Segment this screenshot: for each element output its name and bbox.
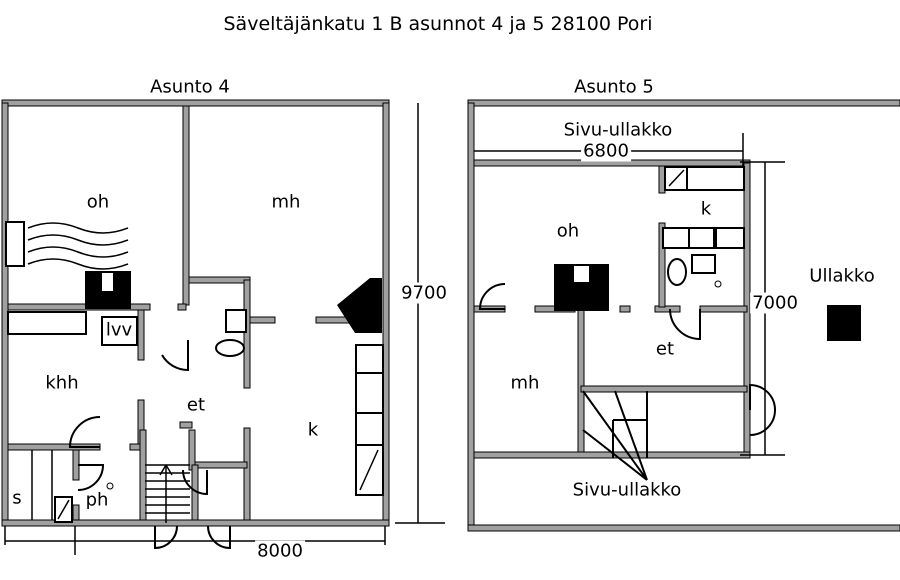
wall bbox=[580, 385, 748, 393]
stair-arrow bbox=[165, 464, 173, 476]
door-icon bbox=[77, 464, 105, 491]
wall bbox=[7, 303, 151, 311]
wall bbox=[182, 105, 190, 306]
wall bbox=[658, 222, 666, 308]
plan-title: Säveltäjänkatu 1 B asunnot 4 ja 5 28100 … bbox=[223, 13, 653, 35]
door-icon bbox=[182, 469, 208, 496]
room-mh-5: mh bbox=[510, 372, 540, 394]
drain-icon bbox=[106, 482, 114, 490]
wall bbox=[194, 461, 248, 469]
wall bbox=[243, 427, 251, 521]
wall bbox=[72, 504, 80, 521]
stairs-icon bbox=[582, 390, 648, 481]
counter-icon bbox=[355, 372, 384, 414]
electric-mark bbox=[57, 499, 70, 520]
heat-waves-icon bbox=[27, 222, 129, 270]
fridge-mark-icon bbox=[359, 449, 379, 491]
wall bbox=[188, 276, 251, 284]
stove-mark bbox=[668, 169, 685, 187]
room-oh-4: oh bbox=[86, 191, 110, 213]
sink-icon bbox=[691, 254, 716, 274]
counter-icon bbox=[662, 227, 690, 249]
door-icon bbox=[68, 416, 101, 448]
room-s: s bbox=[12, 487, 22, 509]
wall bbox=[249, 316, 276, 324]
dimension-width-4: 8000 bbox=[255, 540, 305, 562]
dimension-height-4: 9700 bbox=[399, 282, 449, 304]
wall bbox=[467, 524, 900, 532]
room-side-attic-bottom: Sivu-ullakko bbox=[572, 479, 682, 501]
fireplace-opening-icon bbox=[572, 264, 591, 284]
toilet-icon bbox=[667, 258, 687, 286]
room-k-5: k bbox=[700, 198, 712, 220]
wall bbox=[1, 99, 390, 107]
dimension-width-5: 6800 bbox=[581, 140, 631, 162]
room-ph: ph bbox=[85, 489, 109, 511]
wall bbox=[467, 99, 900, 107]
apartment5-heading: Asunto 5 bbox=[574, 76, 654, 98]
room-et-5: et bbox=[655, 338, 675, 360]
counter-icon bbox=[686, 166, 745, 191]
chimney-icon bbox=[827, 305, 861, 341]
fireplace-icon bbox=[554, 264, 609, 311]
wall bbox=[139, 429, 147, 521]
wall bbox=[699, 305, 748, 313]
lvv-cabinet bbox=[101, 316, 138, 346]
room-k-4: k bbox=[307, 419, 319, 441]
sink-icon bbox=[688, 227, 715, 249]
room-oh-5: oh bbox=[556, 220, 580, 242]
room-mh-4: mh bbox=[271, 191, 301, 213]
wall bbox=[467, 102, 475, 529]
wall bbox=[179, 421, 193, 429]
room-khh: khh bbox=[45, 372, 79, 394]
wall bbox=[177, 303, 187, 311]
drain-icon bbox=[714, 280, 722, 288]
dimension-height-5: 7000 bbox=[750, 292, 800, 314]
door-icon bbox=[478, 283, 506, 310]
stove-icon bbox=[715, 227, 745, 249]
wall bbox=[577, 308, 585, 456]
room-side-attic-top: Sivu-ullakko bbox=[563, 119, 673, 141]
sink-icon bbox=[355, 412, 384, 446]
door-icon bbox=[207, 525, 231, 550]
fireplace-icon bbox=[337, 278, 382, 333]
radiator-icon bbox=[5, 221, 25, 267]
wall bbox=[188, 429, 196, 471]
counter-icon bbox=[7, 311, 87, 335]
apartment4-heading: Asunto 4 bbox=[150, 76, 230, 98]
room-lvv: lvv bbox=[105, 319, 133, 341]
sink-icon bbox=[225, 309, 247, 333]
room-attic: Ullakko bbox=[809, 265, 875, 287]
fireplace-opening-icon bbox=[100, 271, 115, 293]
room-et-4: et bbox=[186, 394, 206, 416]
door-icon bbox=[154, 525, 178, 550]
wall bbox=[654, 305, 681, 313]
wall bbox=[129, 443, 142, 451]
door-icon bbox=[669, 308, 701, 341]
stove-icon bbox=[355, 344, 384, 374]
stair-arrow bbox=[159, 464, 167, 476]
wall bbox=[243, 279, 251, 389]
door-icon bbox=[161, 340, 189, 372]
wall bbox=[619, 305, 631, 313]
door-icon bbox=[749, 383, 776, 436]
wall bbox=[137, 309, 145, 361]
toilet-icon bbox=[215, 339, 245, 357]
